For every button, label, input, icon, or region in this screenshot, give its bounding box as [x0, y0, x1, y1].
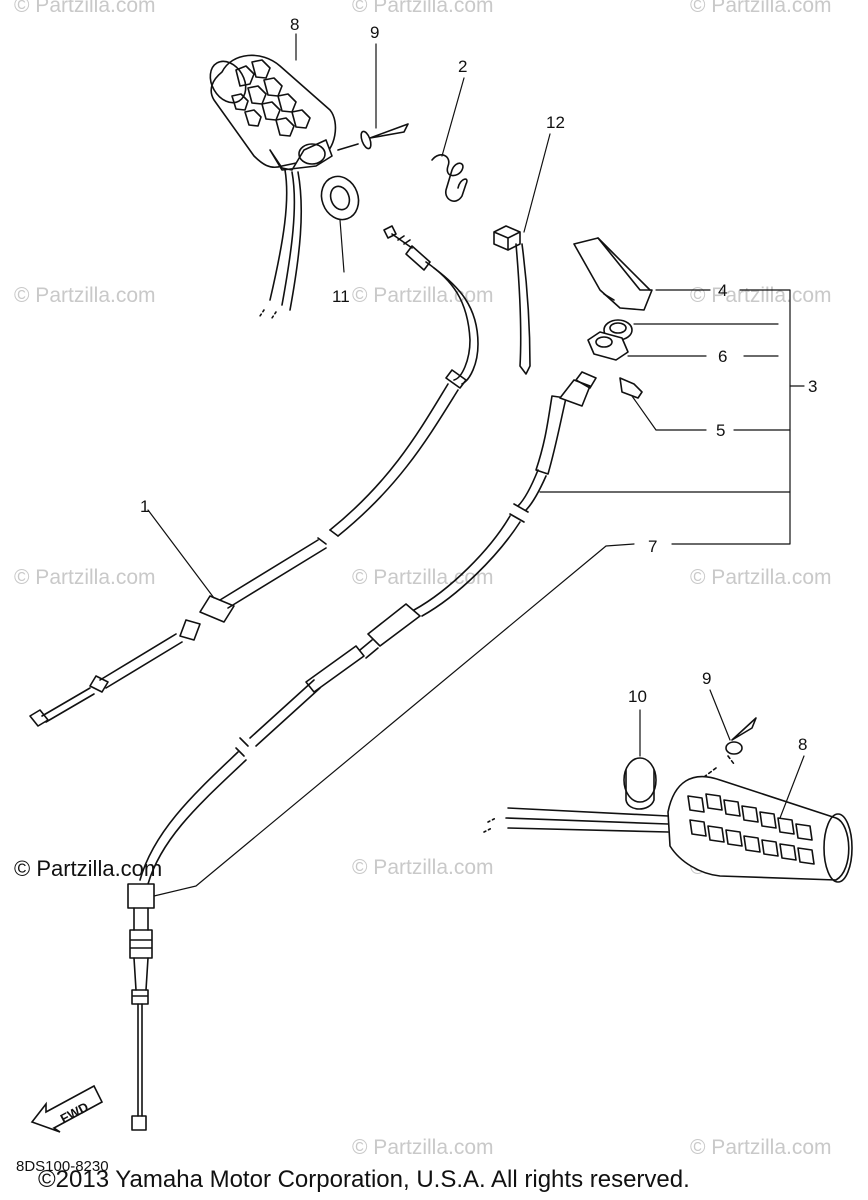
callout-3: 3: [808, 377, 817, 396]
cable-1: [29, 225, 479, 727]
watermark: © Partzilla.com: [352, 1136, 494, 1159]
forward-arrow-icon: FWD: [30, 1084, 104, 1133]
nut-6: [587, 331, 629, 361]
collar-10: [623, 757, 657, 810]
callout-4: 4: [718, 281, 727, 300]
callout-2: 2: [458, 57, 467, 76]
collar-11: [320, 175, 360, 221]
clip-2: [431, 154, 468, 202]
watermark: © Partzilla.com: [352, 566, 494, 589]
watermark-prominent: © Partzilla.com: [14, 856, 163, 881]
callout-5: 5: [716, 421, 725, 440]
left-grip: [209, 54, 337, 319]
leader-lines: [147, 33, 805, 897]
diagram-code: 8DS100-8230: [16, 1158, 109, 1175]
callout-8-top: 8: [290, 15, 299, 34]
plug-5: [619, 377, 643, 399]
callout-8-bottom: 8: [798, 735, 807, 754]
watermark: © Partzilla.com: [690, 1136, 832, 1159]
callout-12: 12: [546, 113, 565, 132]
callout-11: 11: [332, 287, 350, 306]
throttle-lever-4: [573, 237, 653, 311]
copyright-notice: ©2013 Yamaha Motor Corporation, U.S.A. A…: [38, 1166, 690, 1193]
callout-1: 1: [140, 497, 149, 516]
callout-10: 10: [628, 687, 647, 706]
watermark: © Partzilla.com: [14, 0, 156, 17]
watermark: © Partzilla.com: [352, 856, 494, 879]
tie-12: [493, 225, 531, 375]
watermark: © Partzilla.com: [14, 566, 156, 589]
watermark: © Partzilla.com: [14, 284, 156, 307]
watermark: © Partzilla.com: [690, 284, 832, 307]
callout-6: 6: [718, 347, 727, 366]
cable-7: [127, 371, 597, 1131]
callout-7: 7: [648, 537, 657, 556]
right-grip: [483, 775, 853, 883]
rivet-bottom: [699, 717, 757, 781]
watermark: © Partzilla.com: [352, 0, 494, 17]
callout-9-bottom: 9: [702, 669, 711, 688]
callout-9-top: 9: [370, 23, 379, 42]
watermark: © Partzilla.com: [690, 0, 832, 17]
rivet-top: [337, 123, 409, 151]
watermark: © Partzilla.com: [690, 566, 832, 589]
